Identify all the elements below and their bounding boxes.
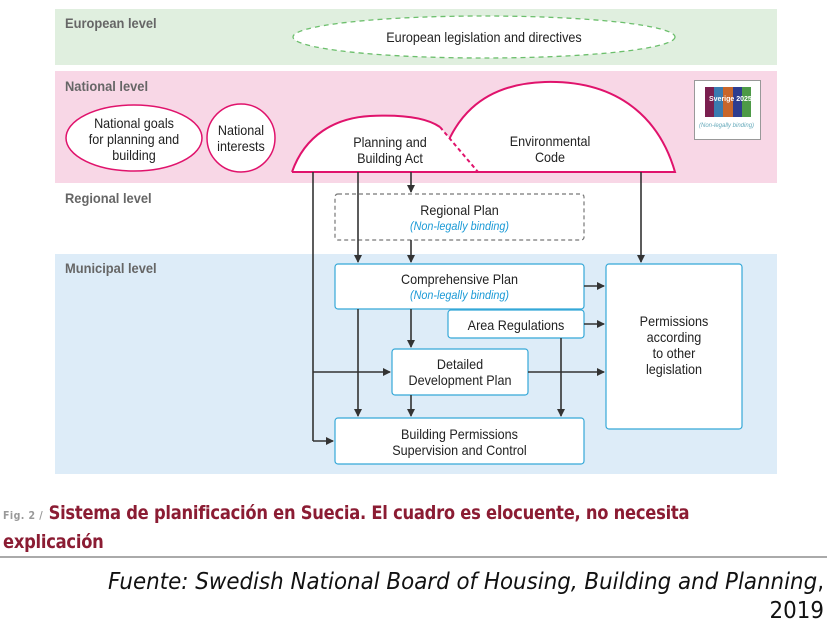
source-text: Fuente: Swedish National Board of Housin… [107,569,818,595]
national-interests-ellipse [206,103,276,173]
regional-plan-note: (Non-legally binding) [409,219,510,233]
caption-divider [0,556,827,558]
comprehensive-plan-note: (Non-legally binding) [409,288,510,302]
other-permissions-box [605,263,743,430]
logo-stripe [723,87,733,117]
logo-stripe [705,87,715,117]
national-level-label: National level [65,78,149,94]
pba-label: Planning and Building Act [336,134,444,166]
other-permissions-line-2: according [646,329,702,345]
detailed-plan-line-1: Detailed [436,356,484,372]
logo-stripe [714,87,724,117]
figure-caption-text: Sistema de planificación en Suecia. El c… [3,502,690,553]
other-permissions-label: Permissions according to other legislati… [613,313,735,377]
env-code-line-1: Environmental [509,133,591,149]
detailed-plan-line-2: Development Plan [408,372,512,388]
comprehensive-plan-label: Comprehensive Plan (Non-legally binding) [347,271,571,303]
building-permissions-line-2: Supervision and Control [392,442,527,458]
pba-line-1: Planning and [353,134,427,150]
logo-title: Sverige 2025 [709,96,752,103]
logo-stripe [732,87,742,117]
env-code-label: Environmental Code [496,133,604,165]
pba-line-2: Building Act [357,150,423,166]
other-permissions-line-1: Permissions [639,313,709,329]
planning-building-act-dome [292,115,478,172]
regional-level-label: Regional level [65,190,152,206]
source-note: Fuente: Swedish National Board of Housin… [80,568,824,626]
municipal-level-label: Municipal level [65,260,157,276]
sverige-2025-logo: Sverige 2025 (Non-legally binding) [694,80,761,140]
national-interests-line-2: interests [217,138,265,154]
building-permissions-line-1: Building Permissions [401,426,518,442]
area-regulations-label: Area Regulations [467,317,565,333]
regional-plan-label: Regional Plan (Non-legally binding) [347,202,571,234]
building-permissions-box [334,417,585,465]
environmental-code-dome [436,80,677,173]
national-goals-label: National goals for planning and building [73,115,195,163]
regional-plan-box [334,193,585,241]
other-permissions-line-4: legislation [645,361,703,377]
national-goals-line-1: National goals [94,115,174,131]
pba-dashed-boundary [439,126,479,173]
national-goals-line-3: building [112,147,156,163]
national-goals-ellipse [65,104,203,172]
other-permissions-line-3: to other [652,345,696,361]
detailed-plan-label: Detailed Development Plan [399,356,521,388]
national-interests-label: National interests [210,122,271,154]
building-permissions-label: Building Permissions Supervision and Con… [347,426,571,458]
national-goals-line-2: for planning and [88,131,180,147]
logo-stripe [741,87,752,117]
figure-caption: Fig. 2 / Sistema de planificación en Sue… [3,500,708,555]
national-interests-line-1: National [217,122,265,138]
logo-note: (Non-legally binding) [699,123,755,129]
diagram-shapes [65,15,743,465]
planning-building-act-outline [291,114,441,173]
logo-stripes [705,87,752,117]
eu-legislation-ellipse [292,15,676,59]
env-code-line-2: Code [534,149,566,165]
regional-plan-title: Regional Plan [420,202,499,218]
comprehensive-plan-title: Comprehensive Plan [401,271,518,287]
eu-legislation-label: European legislation and directives [386,29,582,45]
european-level-label: European level [65,15,157,31]
figure-label: Fig. 2 / [3,509,44,522]
source-year: , 2019 [769,569,824,624]
